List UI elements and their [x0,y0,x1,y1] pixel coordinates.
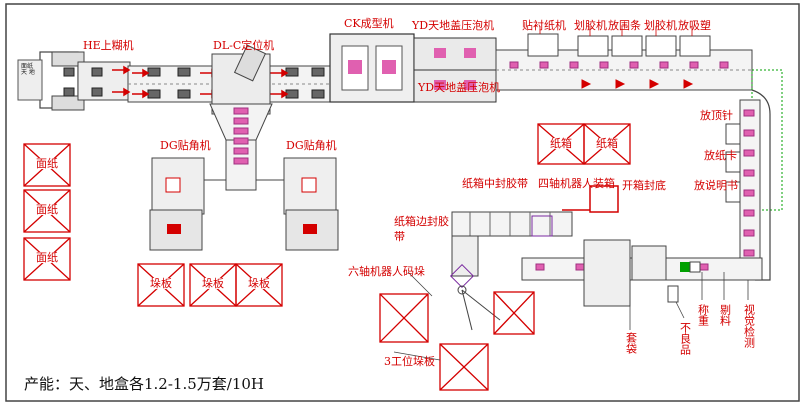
yd-top-machine [413,37,497,71]
conveyor-items [63,67,325,99]
pallet-label-2: 垛板 [202,277,224,290]
return-conveyor [751,89,771,281]
label-glue2: 划胶机 [644,19,677,32]
stack-pallet-2 [493,291,535,335]
liner-machine [527,33,559,57]
frame [5,3,800,402]
label-robot6: 六轴机器人码垛 [348,265,425,278]
label-reject: 不良品 [678,322,692,355]
label-yd-bottom: YD天地盖压泡机 [418,81,501,94]
pink-stack [233,107,249,165]
stack-pallet-3 [439,343,489,391]
pallet-label-1: 垛板 [150,277,172,290]
paper-label-2: 面纸 [36,203,58,216]
label-yd-top: YD天地盖压泡机 [412,19,495,32]
label-dg-left: DG贴角机 [160,139,211,152]
pink-items-right [509,61,729,69]
label-glue1: 划胶机 [574,19,607,32]
label-dlc: DL-C定位机 [213,39,275,52]
he-side-panel [17,59,43,101]
stack-pallet-1 [379,293,429,343]
label-vision: 视觉检测 [742,304,756,348]
carton-label-1: 纸箱 [550,137,572,150]
paper-label-1: 面纸 [36,157,58,170]
label-liner: 贴衬纸机 [522,19,566,32]
feeder-side-text: 面纸 天 地 [21,63,35,77]
bagging-machine [583,239,631,307]
yd-bottom-machine [413,69,497,103]
label-ck: CK成型机 [344,17,394,30]
label-bagging: 套袋 [624,332,638,354]
carton-label-2: 纸箱 [596,137,618,150]
label-robot4: 四轴机器人装箱 [538,177,615,190]
label-put-pin: 放顶针 [700,109,733,122]
label-pallet3: 3工位垛板 [384,355,435,368]
label-put-card: 放纸卡 [704,149,737,162]
label-open-bottom: 开箱封底 [622,179,666,192]
paper-label-3: 面纸 [36,251,58,264]
label-ribbon: 放围条 [608,19,641,32]
label-put-manual: 放说明书 [694,179,738,192]
label-tape-side: 纸箱边封胶带 [394,215,449,244]
capacity-caption: 产能：天、地盒各1.2-1.5万套/10H [24,375,265,393]
label-tray: 放吸塑 [678,19,711,32]
he-machine [77,61,131,101]
pallet-label-3: 垛板 [248,277,270,290]
label-dg-right: DG贴角机 [286,139,337,152]
label-tape-mid: 纸箱中封胶带 [462,177,528,190]
label-label: 剔料 [718,304,732,326]
label-weigh: 称重 [696,304,710,326]
label-he: HE上糊机 [83,39,134,52]
